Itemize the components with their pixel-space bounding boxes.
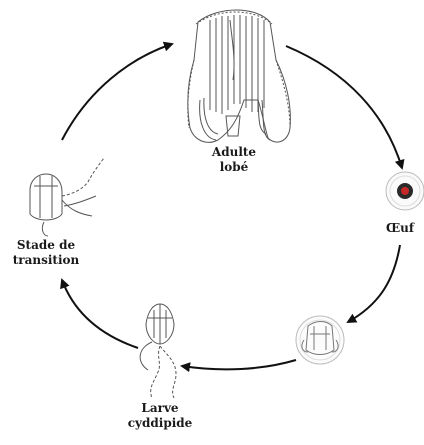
- transition-label: Stade de transition: [8, 238, 84, 268]
- embryo-illustration: [296, 316, 344, 364]
- adult-label-line1: Adulte: [200, 145, 268, 160]
- larva-label-line2: cyddipide: [118, 416, 202, 431]
- arrow-transition-to-adult: [62, 44, 172, 140]
- arrow-larva-to-transition: [62, 280, 138, 348]
- larva-label-line1: Larve: [118, 401, 202, 416]
- cyddipid-larva-illustration: [140, 304, 176, 398]
- egg-label-text: Œuf: [386, 221, 424, 236]
- arrow-egg-to-embryo: [348, 245, 400, 322]
- transition-stage-illustration: [30, 158, 104, 236]
- arrow-embryo-to-larva: [182, 360, 296, 369]
- arrow-adult-to-egg: [286, 46, 402, 168]
- larva-label: Larve cyddipide: [118, 401, 202, 431]
- egg-illustration: [386, 172, 424, 210]
- lobed-adult-illustration: [188, 10, 291, 142]
- egg-label: Œuf: [386, 221, 424, 236]
- adult-label: Adulte lobé: [200, 145, 268, 175]
- transition-label-line1: Stade de: [8, 238, 84, 253]
- adult-label-line2: lobé: [200, 160, 268, 175]
- transition-label-line2: transition: [8, 253, 84, 268]
